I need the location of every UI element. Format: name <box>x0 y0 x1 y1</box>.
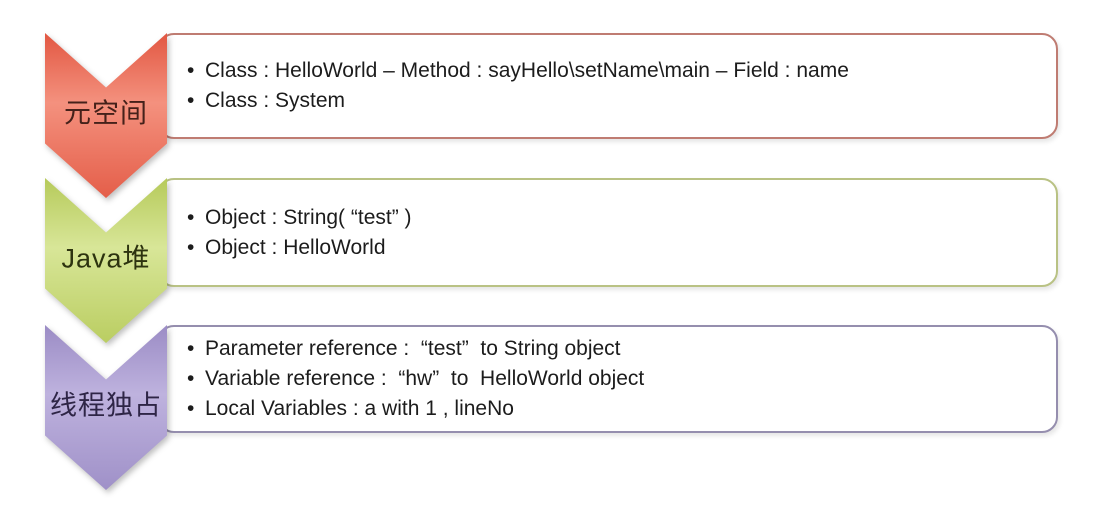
metaspace-label: 元空间 <box>64 98 148 129</box>
thread-private-label: 线程独占 <box>50 390 162 421</box>
chevron-down-arrow-shape: Java堆 <box>45 178 167 343</box>
java-heap-item: Object : String( “test” ) <box>187 203 1036 233</box>
thread-private-item: Variable reference : “hw” to HelloWorld … <box>187 364 1036 394</box>
thread-private-bullet-list: Parameter reference : “test” to String o… <box>160 327 1056 431</box>
java-heap-label: Java堆 <box>61 243 151 274</box>
java-heap-box: Object : String( “test” ) Object : Hello… <box>158 178 1058 287</box>
java-heap-item: Object : HelloWorld <box>187 233 1036 263</box>
java-heap-bullet-list: Object : String( “test” ) Object : Hello… <box>160 180 1056 285</box>
thread-private-item: Local Variables : a with 1 , lineNo <box>187 394 1036 424</box>
thread-private-box: Parameter reference : “test” to String o… <box>158 325 1058 433</box>
thread-private-chevron: 线程独占 <box>45 325 167 490</box>
java-heap-chevron: Java堆 <box>45 178 167 343</box>
chevron-down-arrow-shape: 元空间 <box>45 33 167 198</box>
thread-private-item: Parameter reference : “test” to String o… <box>187 334 1036 364</box>
metaspace-item: Class : System <box>187 86 1036 116</box>
metaspace-item: Class : HelloWorld – Method : sayHello\s… <box>187 56 1036 86</box>
chevron-down-arrow-shape: 线程独占 <box>45 325 167 490</box>
metaspace-chevron: 元空间 <box>45 33 167 198</box>
metaspace-box: Class : HelloWorld – Method : sayHello\s… <box>158 33 1058 139</box>
metaspace-bullet-list: Class : HelloWorld – Method : sayHello\s… <box>160 35 1056 137</box>
